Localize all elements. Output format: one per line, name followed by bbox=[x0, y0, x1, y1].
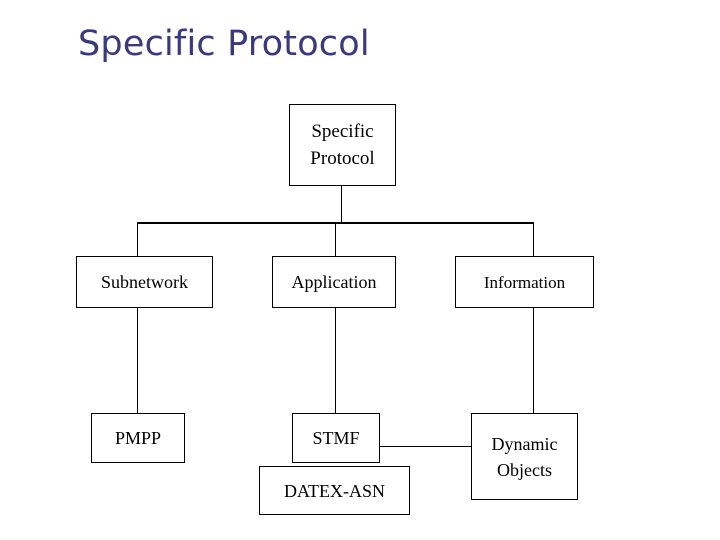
page-title: Specific Protocol bbox=[78, 24, 370, 64]
node-dynamic-objects[interactable]: Dynamic Objects bbox=[471, 413, 578, 500]
node-datex-asn-label: DATEX-ASN bbox=[284, 480, 385, 501]
node-datex-asn[interactable]: DATEX-ASN bbox=[259, 466, 410, 515]
node-stmf[interactable]: STMF bbox=[292, 413, 380, 463]
node-information[interactable]: Information bbox=[455, 256, 594, 308]
connector-information-to-dynamic-objects bbox=[533, 308, 534, 414]
connector-subnetwork-to-pmpp bbox=[137, 308, 138, 414]
node-subnetwork-label: Subnetwork bbox=[101, 272, 188, 292]
node-application[interactable]: Application bbox=[272, 256, 396, 308]
connector-bus-to-information bbox=[533, 222, 534, 257]
node-specific-protocol-line1: Specific bbox=[311, 121, 374, 142]
node-information-label: Information bbox=[483, 272, 566, 292]
connector-stmf-to-dynamic-objects bbox=[379, 446, 472, 447]
node-stmf-label: STMF bbox=[312, 428, 360, 448]
connector-application-to-stmf bbox=[335, 308, 336, 414]
node-specific-protocol[interactable]: Specific Protocol bbox=[289, 104, 396, 186]
node-specific-protocol-line2: Protocol bbox=[310, 148, 375, 169]
node-dynamic-objects-line2: Objects bbox=[497, 459, 552, 480]
connector-bus-to-subnetwork bbox=[137, 222, 138, 257]
node-subnetwork[interactable]: Subnetwork bbox=[76, 256, 213, 308]
connector-root-stem bbox=[341, 186, 342, 223]
node-pmpp-label: PMPP bbox=[114, 428, 162, 448]
connector-bus-to-application bbox=[335, 222, 336, 257]
node-application-label: Application bbox=[291, 272, 377, 292]
node-dynamic-objects-line1: Dynamic bbox=[491, 433, 558, 454]
node-pmpp[interactable]: PMPP bbox=[91, 413, 185, 463]
